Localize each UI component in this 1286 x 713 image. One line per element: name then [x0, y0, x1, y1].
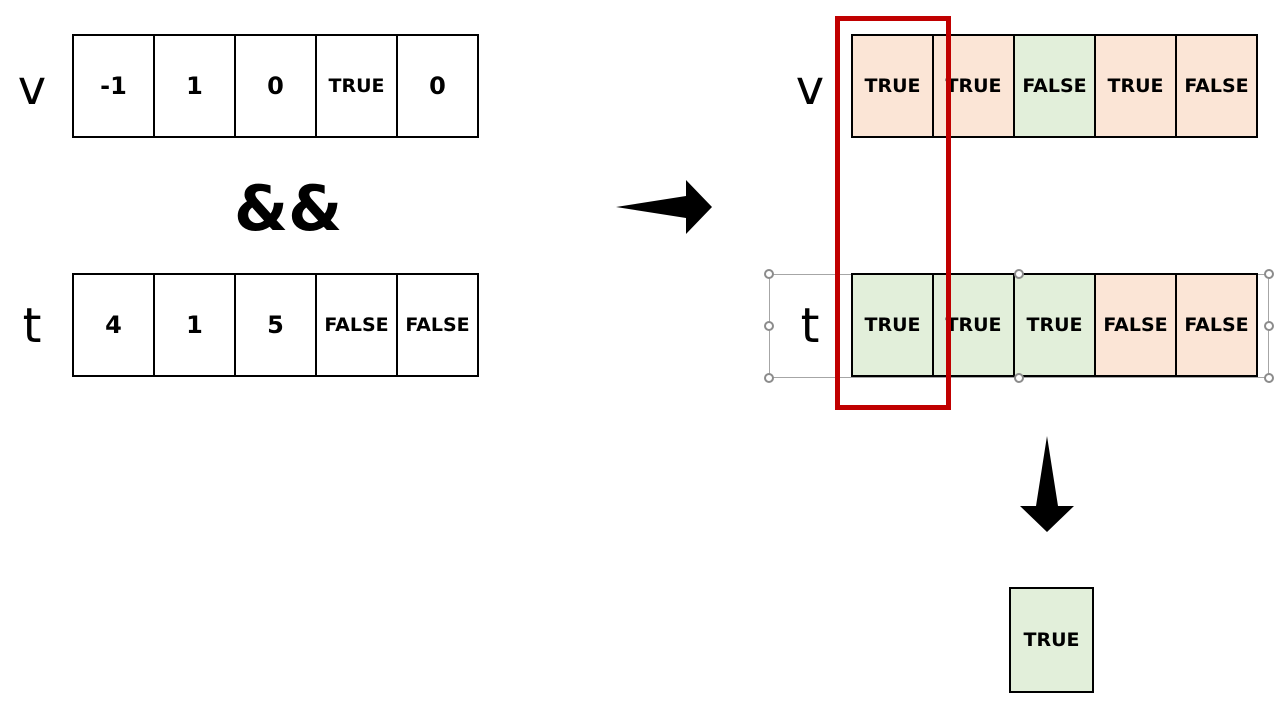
left-t-label: t — [22, 298, 42, 354]
right-t-cell: FALSE — [1175, 273, 1258, 377]
right-v-cell: FALSE — [1013, 34, 1096, 138]
right-t-cell: FALSE — [1094, 273, 1177, 377]
left-t-cell: 4 — [72, 273, 155, 377]
right-v-cell: FALSE — [1175, 34, 1258, 138]
resize-handle-middle-right[interactable] — [1264, 321, 1274, 331]
left-v-vector: -1 1 0 TRUE 0 — [72, 34, 479, 138]
left-t-vector: 4 1 5 FALSE FALSE — [72, 273, 479, 377]
resize-handle-bottom-right[interactable] — [1264, 373, 1274, 383]
left-t-cell: 5 — [234, 273, 317, 377]
left-t-cell: FALSE — [315, 273, 398, 377]
left-v-label: v — [17, 60, 47, 116]
and-operator: && — [234, 172, 343, 245]
right-v-label: v — [795, 60, 825, 116]
left-t-cell: 1 — [153, 273, 236, 377]
down-arrow-icon — [1020, 436, 1074, 532]
right-v-cell: TRUE — [932, 34, 1015, 138]
resize-handle-bottom-left[interactable] — [764, 373, 774, 383]
left-v-cell: TRUE — [315, 34, 398, 138]
left-v-cell: 0 — [234, 34, 317, 138]
right-v-cell: TRUE — [851, 34, 934, 138]
left-v-cell: -1 — [72, 34, 155, 138]
resize-handle-bottom-middle[interactable] — [1014, 373, 1024, 383]
left-v-cell: 1 — [153, 34, 236, 138]
resize-handle-top-left[interactable] — [764, 269, 774, 279]
left-t-cell: FALSE — [396, 273, 479, 377]
right-t-cell: TRUE — [1013, 273, 1096, 377]
right-t-cell: TRUE — [851, 273, 934, 377]
right-v-cell: TRUE — [1094, 34, 1177, 138]
resize-handle-top-right[interactable] — [1264, 269, 1274, 279]
right-arrow-icon — [616, 180, 712, 234]
left-v-cell: 0 — [396, 34, 479, 138]
resize-handle-middle-left[interactable] — [764, 321, 774, 331]
right-v-vector: TRUE TRUE FALSE TRUE FALSE — [851, 34, 1258, 138]
resize-handle-top-middle[interactable] — [1014, 269, 1024, 279]
right-t-label: t — [800, 298, 820, 354]
result-cell: TRUE — [1009, 587, 1094, 693]
right-t-vector: TRUE TRUE TRUE FALSE FALSE — [851, 273, 1258, 377]
first-element-highlight — [835, 16, 951, 410]
